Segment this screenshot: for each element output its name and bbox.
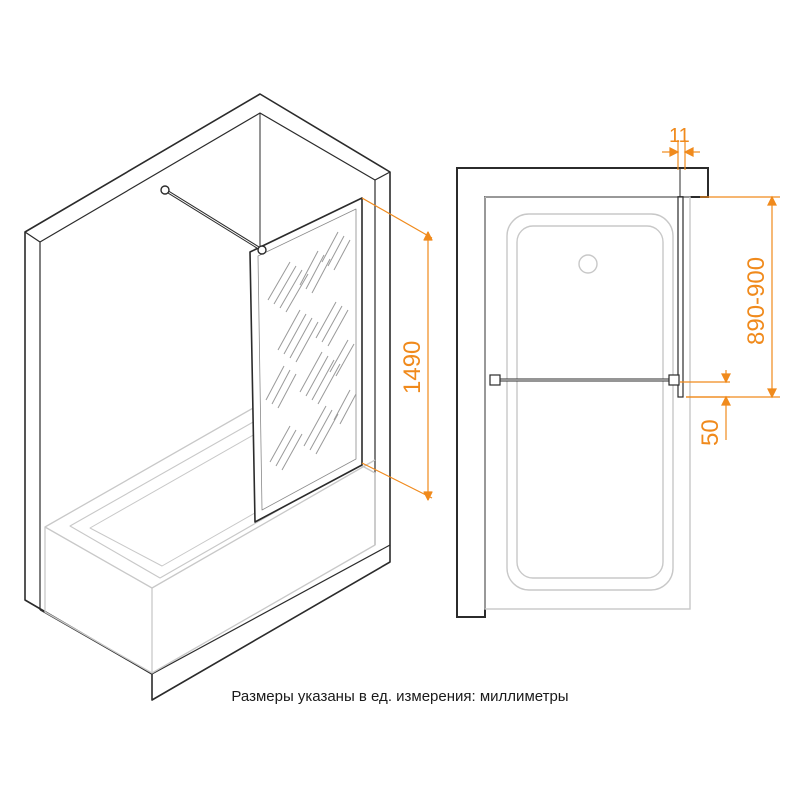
- clearance-label: 11: [669, 125, 690, 147]
- plan-glass: [677, 168, 684, 398]
- offset-label: 50: [697, 419, 724, 446]
- height-label: 1490: [399, 341, 426, 394]
- units-caption: Размеры указаны в ед. измерения: миллиме…: [231, 688, 569, 705]
- clearance-dimension: [662, 140, 700, 170]
- height-dimension: [361, 197, 433, 501]
- isometric-view: [24, 93, 433, 701]
- plan-rod: [489, 374, 680, 386]
- offset-dimension: [680, 370, 731, 440]
- plan-wall: [456, 167, 709, 618]
- glass-pattern: [265, 231, 357, 471]
- support-rod: [160, 185, 267, 255]
- fixing-range-label: 890-900: [743, 257, 770, 345]
- glass-panel: [249, 197, 363, 523]
- plan-view: [456, 140, 780, 618]
- plan-tub: [484, 196, 691, 610]
- drain-icon: [578, 254, 598, 274]
